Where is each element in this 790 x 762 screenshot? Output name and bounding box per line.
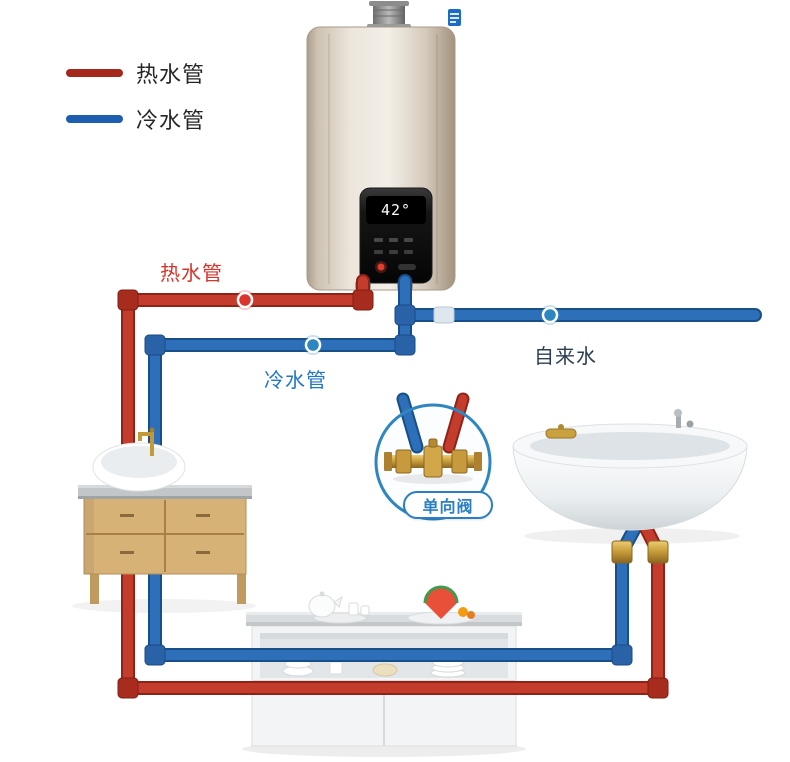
watermelon-slice — [423, 585, 459, 619]
hot-pipe-callout-label: 热水管 — [160, 263, 223, 285]
water-heater — [306, 1, 461, 291]
tap-water-callout-label: 自来水 — [534, 346, 597, 368]
orange — [458, 607, 468, 617]
callout-dots — [235, 290, 560, 355]
heater-temperature-display: 42° — [380, 201, 412, 219]
orange — [467, 611, 475, 619]
energy-label — [448, 9, 461, 26]
vessel-sink — [92, 442, 186, 492]
cup — [348, 602, 359, 616]
heater-control-panel — [359, 187, 433, 284]
cold-pipe-dot — [303, 335, 323, 355]
pipes — [117, 274, 762, 699]
legend-row-cold: 冷水管 — [66, 106, 206, 133]
vanity-shadow — [72, 599, 256, 613]
kitchen-island — [246, 585, 522, 747]
teapot — [308, 591, 343, 618]
brass-check-valve — [384, 438, 482, 484]
cup — [360, 605, 370, 616]
legend-cold-label: 冷水管 — [136, 108, 206, 133]
check-valve-label: 单向阀 — [403, 491, 493, 519]
bathtub — [512, 409, 748, 531]
sink-faucet — [138, 427, 155, 456]
tap-water-dot — [540, 305, 560, 325]
hot-pipe-dot — [235, 290, 255, 310]
cold-pipe-swatch — [66, 115, 123, 123]
tub-faucet — [674, 409, 694, 428]
vanity — [78, 427, 252, 604]
legend-hot-label: 热水管 — [136, 62, 206, 87]
hot-pipe-swatch — [66, 69, 123, 77]
cold-pipe-callout-label: 冷水管 — [264, 370, 327, 392]
legend-row-hot: 热水管 — [66, 60, 206, 87]
check-valve-magnifier — [374, 392, 492, 521]
soap-tray — [545, 424, 577, 439]
legend: 热水管 冷水管 — [66, 60, 205, 152]
